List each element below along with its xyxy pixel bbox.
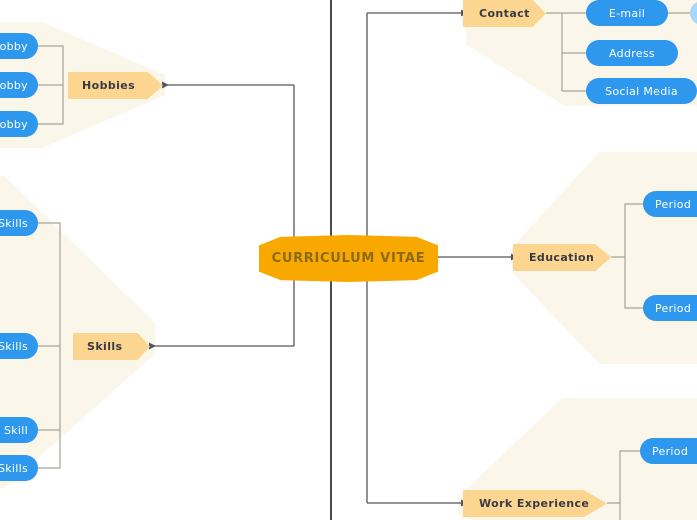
- leaf-social-media-label: Social Media: [605, 84, 678, 98]
- branch-education[interactable]: Education: [513, 244, 611, 271]
- branch-contact-label: Contact: [479, 7, 530, 20]
- trunk-left: [149, 81, 295, 350]
- leaf-skill-4-label: Skills: [0, 461, 28, 475]
- leaf-education-period-2[interactable]: Period: [643, 295, 697, 321]
- leaf-skill-1[interactable]: Skills: [0, 210, 38, 236]
- leaf-skill-3[interactable]: Skill: [0, 417, 38, 443]
- leaf-email[interactable]: E-mail: [586, 0, 668, 26]
- leaf-hobby-1[interactable]: Hobby: [0, 33, 38, 59]
- leaf-education-period-1-label: Period: [655, 197, 692, 211]
- subtree-hobbies: [38, 45, 64, 125]
- branch-work-experience[interactable]: Work Experience: [463, 490, 607, 517]
- leaf-email-label: E-mail: [608, 6, 646, 20]
- leaf-hobby-2[interactable]: Hobby: [0, 72, 38, 98]
- branch-hobbies-label: Hobbies: [82, 79, 136, 92]
- leaf-skill-4[interactable]: Skills: [0, 455, 38, 481]
- leaf-work-period-1[interactable]: Period: [640, 438, 697, 464]
- branch-contact[interactable]: Contact: [463, 0, 546, 27]
- leaf-work-period-1-label: Period: [652, 444, 689, 458]
- subtree-contact: [546, 12, 690, 92]
- leaf-skill-1-label: Skills: [0, 216, 28, 230]
- leaf-social-media[interactable]: Social Media: [586, 78, 697, 104]
- leaf-hobby-2-label: Hobby: [0, 78, 28, 92]
- branch-education-label: Education: [529, 251, 595, 264]
- branch-hobbies[interactable]: Hobbies: [68, 72, 163, 99]
- leaf-skill-3-label: Skill: [3, 423, 28, 437]
- leaf-address[interactable]: Address: [586, 40, 678, 66]
- leaf-address-label: Address: [609, 46, 655, 60]
- leaf-education-period-1[interactable]: Period: [643, 191, 697, 217]
- leaf-education-period-2-label: Period: [655, 301, 692, 315]
- leaf-hobby-3-label: Hobby: [0, 117, 28, 131]
- center-node-label: CURRICULUM VITAE: [271, 251, 426, 266]
- leaf-hobby-1-label: Hobby: [0, 39, 28, 53]
- leaf-skill-2[interactable]: Skills: [0, 333, 38, 359]
- subtree-work-experience: [607, 450, 640, 520]
- branch-skills[interactable]: Skills: [73, 333, 150, 360]
- leaf-skill-2-label: Skills: [0, 339, 28, 353]
- subtree-education: [611, 203, 643, 309]
- subtree-skills: [38, 222, 61, 469]
- center-node[interactable]: CURRICULUM VITAE: [259, 235, 438, 282]
- branch-skills-label: Skills: [87, 340, 123, 353]
- leaf-hobby-3[interactable]: Hobby: [0, 111, 38, 137]
- leaf-email-detail[interactable]: [690, 1, 697, 25]
- branch-work-experience-label: Work Experience: [479, 497, 590, 510]
